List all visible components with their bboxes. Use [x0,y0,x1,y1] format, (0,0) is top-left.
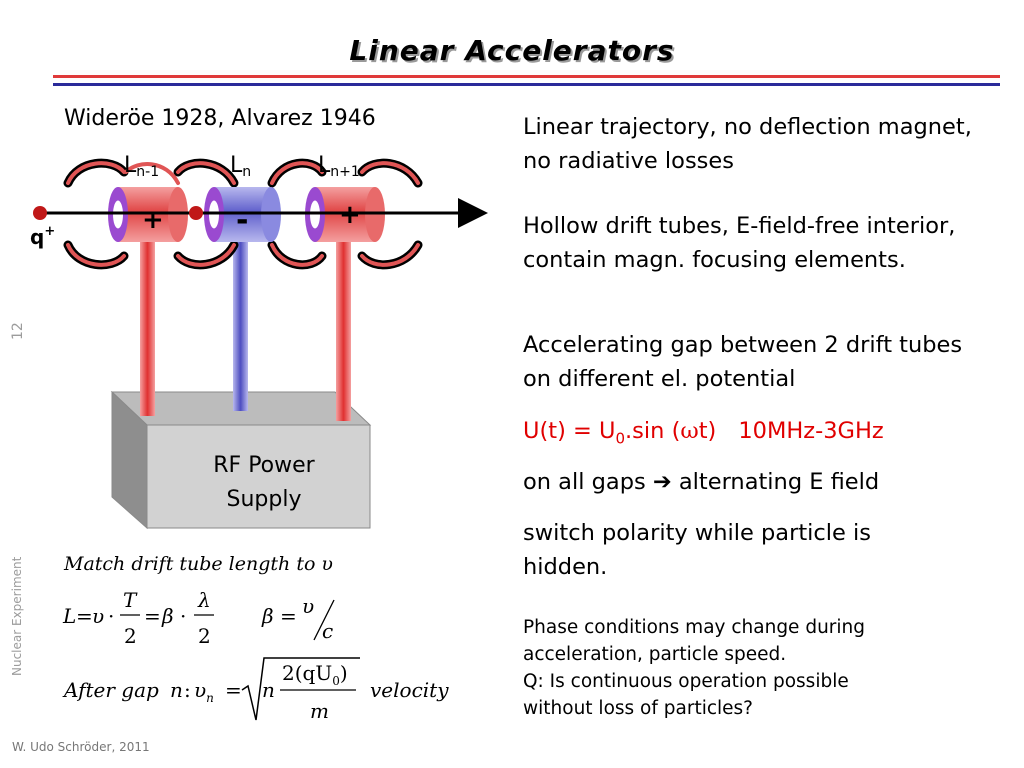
support-rod-middle [233,238,248,411]
svg-text:2: 2 [124,624,137,648]
rf-power-supply-box [110,390,372,530]
right-arrow-icon: ➔ [652,469,672,495]
history-subtitle: Wideröe 1928, Alvarez 1946 [64,106,376,131]
gaps-line: on all gaps ➔ alternating E field [523,469,880,495]
match-text: Match drift tube length to υ [63,553,333,575]
svg-text:After gap: After gap [62,678,159,702]
particle-dot-gap [189,206,203,220]
svg-text:·: · [180,604,186,628]
svg-text:velocity: velocity [370,678,449,702]
svg-text:β: β [261,604,274,628]
frequency-range: 10MHz-3GHz [738,418,884,444]
svg-text:2(qU0): 2(qU0) [282,661,348,688]
svg-text:λ: λ [197,588,211,612]
charge-label: q+ [30,224,55,249]
svg-text:=: = [144,604,161,628]
equations-block: Match drift tube length to υ L = υ · T 2… [62,553,449,723]
svg-text:υ: υ [92,604,104,628]
svg-text:T: T [123,588,138,612]
svg-text:m: m [310,699,329,723]
bullet-trajectory: Linear trajectory, no deflection magnet,… [523,114,972,174]
tube-label-n-minus-1: Ln-1 [124,153,159,180]
particle-dot [33,206,47,220]
svg-text:n: n [262,678,275,702]
svg-text:=: = [225,678,242,702]
support-rod-left [140,238,155,416]
field-arrows-bottom-red [66,243,420,267]
title-rule-blue [53,83,1000,86]
length-equation: L = υ · T 2 = β · λ 2 [62,588,214,648]
svg-text:c: c [322,619,333,643]
svg-text:υ: υ [302,594,314,618]
support-rod-right [336,238,351,421]
svg-text:·: · [108,604,114,628]
svg-text:=: = [280,604,297,628]
title-rule-red [53,75,1000,78]
svg-text:υn: υn [194,678,214,705]
tube-label-n: Ln [230,153,251,180]
polarity-sign-1: + [142,205,164,235]
bullet-drift-tubes: Hollow drift tubes, E-field-free interio… [523,213,956,273]
tube-label-n-plus-1: Ln+1 [318,153,360,180]
field-arrows-top-red [66,161,420,185]
svg-text:β: β [161,604,174,628]
phase-note: Phase conditions may change during accel… [523,617,866,719]
svg-text::: : [184,678,191,702]
beta-equation: β = υ c [261,594,335,643]
polarity-text: switch polarity while particle is hidden… [523,520,872,580]
bullet-gap: Accelerating gap between 2 drift tubes o… [523,332,963,392]
svg-text:2: 2 [198,624,211,648]
svg-text:n: n [170,678,183,702]
svg-text:L: L [62,604,76,628]
velocity-equation: After gap n : υn = n 2(qU0) m velocity [62,657,449,723]
rf-power-supply-label-2: Supply [227,487,302,512]
drift-tube-diagram: + - + Ln-1 Ln Ln+1 q+ RF Power Supply [30,153,488,530]
footer-author: W. Udo Schröder, 2011 [12,740,150,754]
slide-title: Linear Accelerators [349,34,675,67]
voltage-formula: U(t) = U0.sin (ωt)10MHz-3GHz [523,418,884,448]
polarity-sign-3: + [339,200,361,230]
slide-number: 12 [10,322,26,340]
polarity-sign-2: - [236,203,248,238]
rf-power-supply-label-1: RF Power [213,453,315,478]
side-label: Nuclear Experiment [10,556,24,676]
svg-text:=: = [76,604,93,628]
